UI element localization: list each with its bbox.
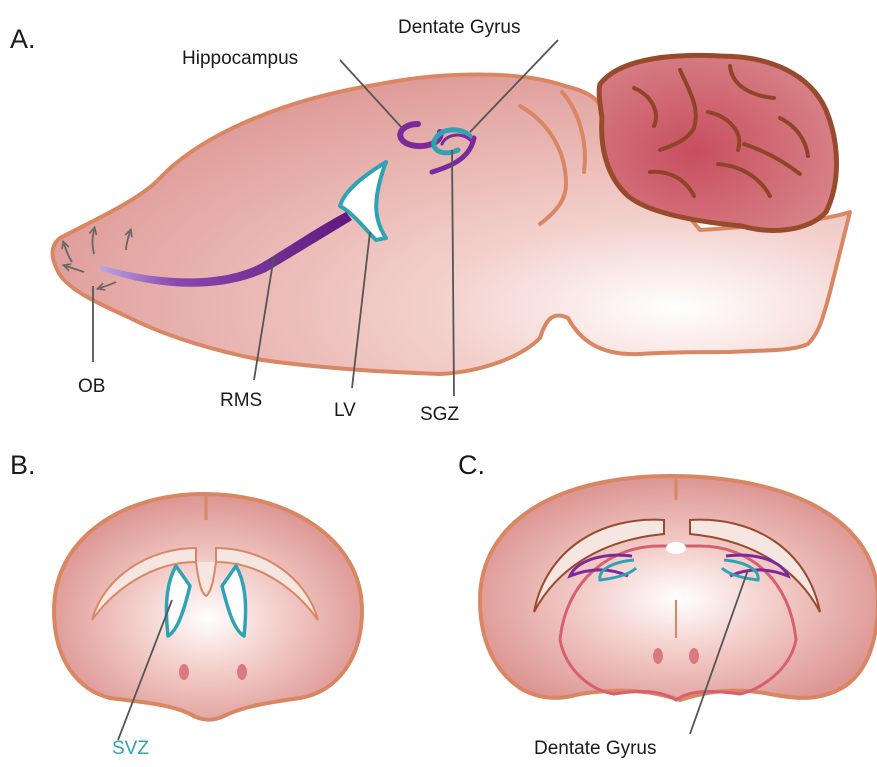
label-dentate-gyrus-a: Dentate Gyrus bbox=[398, 17, 521, 38]
label-dentate-gyrus-c: Dentate Gyrus bbox=[534, 738, 657, 759]
label-ob: OB bbox=[78, 376, 105, 397]
label-rms: RMS bbox=[220, 390, 262, 411]
structure-left-c bbox=[653, 648, 663, 664]
coronal-section-hippocampus bbox=[480, 476, 877, 734]
panel-label-a: A. bbox=[10, 24, 36, 54]
panel-label-b: B. bbox=[10, 450, 36, 480]
label-svz: SVZ bbox=[112, 738, 149, 759]
structure-right-c bbox=[689, 648, 699, 664]
coronal-section-svz bbox=[54, 494, 362, 740]
anterior-commissure-left bbox=[179, 664, 189, 680]
anterior-commissure-right bbox=[237, 664, 247, 680]
label-lv: LV bbox=[334, 400, 356, 421]
sagittal-brain-section bbox=[53, 40, 851, 396]
label-hippocampus: Hippocampus bbox=[182, 48, 298, 69]
coronal-brain-outline-c bbox=[480, 476, 877, 700]
third-ventricle bbox=[666, 542, 686, 554]
label-sgz: SGZ bbox=[420, 404, 459, 425]
panel-label-c: C. bbox=[458, 450, 485, 480]
